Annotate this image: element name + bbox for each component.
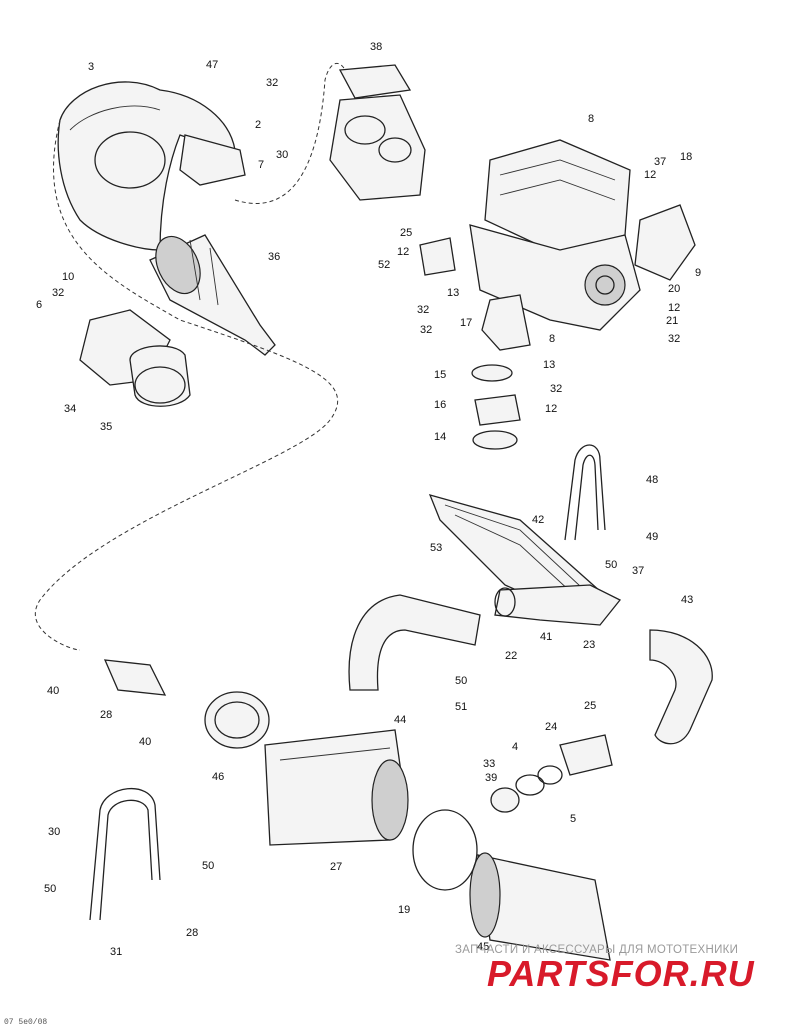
exhaust-manifold (329, 64, 426, 201)
callout-22: 22 (505, 650, 517, 662)
callout-5: 5 (570, 813, 576, 825)
callout-40: 40 (47, 685, 59, 697)
callout-14: 14 (434, 431, 446, 443)
callout-42: 42 (532, 514, 544, 526)
exhaust-hose (649, 629, 713, 745)
callout-2: 2 (255, 119, 261, 131)
callout-49: 49 (646, 531, 658, 543)
callout-50: 50 (455, 675, 467, 687)
callout-12: 12 (397, 246, 409, 258)
reference-code: 07 5e0/08 (4, 1018, 48, 1027)
fitting-stack (490, 734, 613, 813)
callout-12: 12 (644, 169, 656, 181)
callout-16: 16 (434, 399, 446, 411)
callout-6: 6 (36, 299, 42, 311)
callout-12: 12 (545, 403, 557, 415)
callout-47: 47 (206, 59, 218, 71)
callout-12: 12 (668, 302, 680, 314)
callout-18: 18 (680, 151, 692, 163)
callout-52: 52 (378, 259, 390, 271)
callout-41: 41 (540, 631, 552, 643)
callout-31: 31 (110, 946, 122, 958)
callout-30: 30 (48, 826, 60, 838)
callout-27: 27 (330, 861, 342, 873)
y-connector (494, 584, 622, 626)
callout-25: 25 (584, 700, 596, 712)
assembly-guide-line-top (234, 62, 346, 204)
watermark-caption: ЗАПЧАСТИ И АКСЕССУАРЫ ДЛЯ МОТОТЕХНИКИ (455, 944, 739, 956)
callout-33: 33 (483, 758, 495, 770)
callout-32: 32 (668, 333, 680, 345)
callout-37: 37 (654, 156, 666, 168)
callout-10: 10 (62, 271, 74, 283)
callout-50: 50 (605, 559, 617, 571)
callout-15: 15 (434, 369, 446, 381)
callout-25: 25 (400, 227, 412, 239)
callout-50: 50 (44, 883, 56, 895)
resonator (469, 852, 611, 961)
callout-20: 20 (668, 283, 680, 295)
bent-exhaust-tube (348, 594, 481, 691)
callout-17: 17 (460, 317, 472, 329)
callout-37: 37 (632, 565, 644, 577)
callout-7: 7 (258, 159, 264, 171)
callout-39: 39 (485, 772, 497, 784)
large-clamp (412, 809, 478, 891)
callout-43: 43 (681, 594, 693, 606)
callout-19: 19 (398, 904, 410, 916)
tuned-pipe (57, 81, 246, 251)
muffler (264, 729, 409, 846)
callout-35: 35 (100, 421, 112, 433)
callout-13: 13 (543, 359, 555, 371)
callout-28: 28 (100, 709, 112, 721)
callout-46: 46 (212, 771, 224, 783)
callout-32: 32 (550, 383, 562, 395)
callout-34: 34 (64, 403, 76, 415)
callout-40: 40 (139, 736, 151, 748)
cone-pipe (149, 234, 276, 356)
callout-53: 53 (430, 542, 442, 554)
sleeve-and-clamp (79, 309, 191, 407)
muffler-strap-lower (89, 788, 161, 921)
callout-45: 45 (477, 941, 489, 953)
callout-24: 24 (545, 721, 557, 733)
callout-8: 8 (549, 333, 555, 345)
callout-38: 38 (370, 41, 382, 53)
callout-32: 32 (52, 287, 64, 299)
callout-32: 32 (266, 77, 278, 89)
lower-left-tubes (103, 659, 270, 749)
callout-51: 51 (455, 701, 467, 713)
callout-36: 36 (268, 251, 280, 263)
rubber-mount-stack (471, 364, 521, 450)
assembly-guide-line-left (35, 119, 339, 651)
callout-44: 44 (394, 714, 406, 726)
callout-48: 48 (646, 474, 658, 486)
callout-32: 32 (417, 304, 429, 316)
callout-30: 30 (276, 149, 288, 161)
callout-28: 28 (186, 927, 198, 939)
callout-23: 23 (583, 639, 595, 651)
callout-8: 8 (588, 113, 594, 125)
engine-block (469, 139, 641, 331)
callout-50: 50 (202, 860, 214, 872)
callout-4: 4 (512, 741, 518, 753)
muffler-strap-upper (564, 444, 606, 541)
engine-mount-bracket (419, 204, 696, 351)
callout-13: 13 (447, 287, 459, 299)
callout-21: 21 (666, 315, 678, 327)
callout-32: 32 (420, 324, 432, 336)
callout-9: 9 (695, 267, 701, 279)
watermark-logo: PARTSFOR.RU (487, 953, 755, 994)
callout-3: 3 (88, 61, 94, 73)
